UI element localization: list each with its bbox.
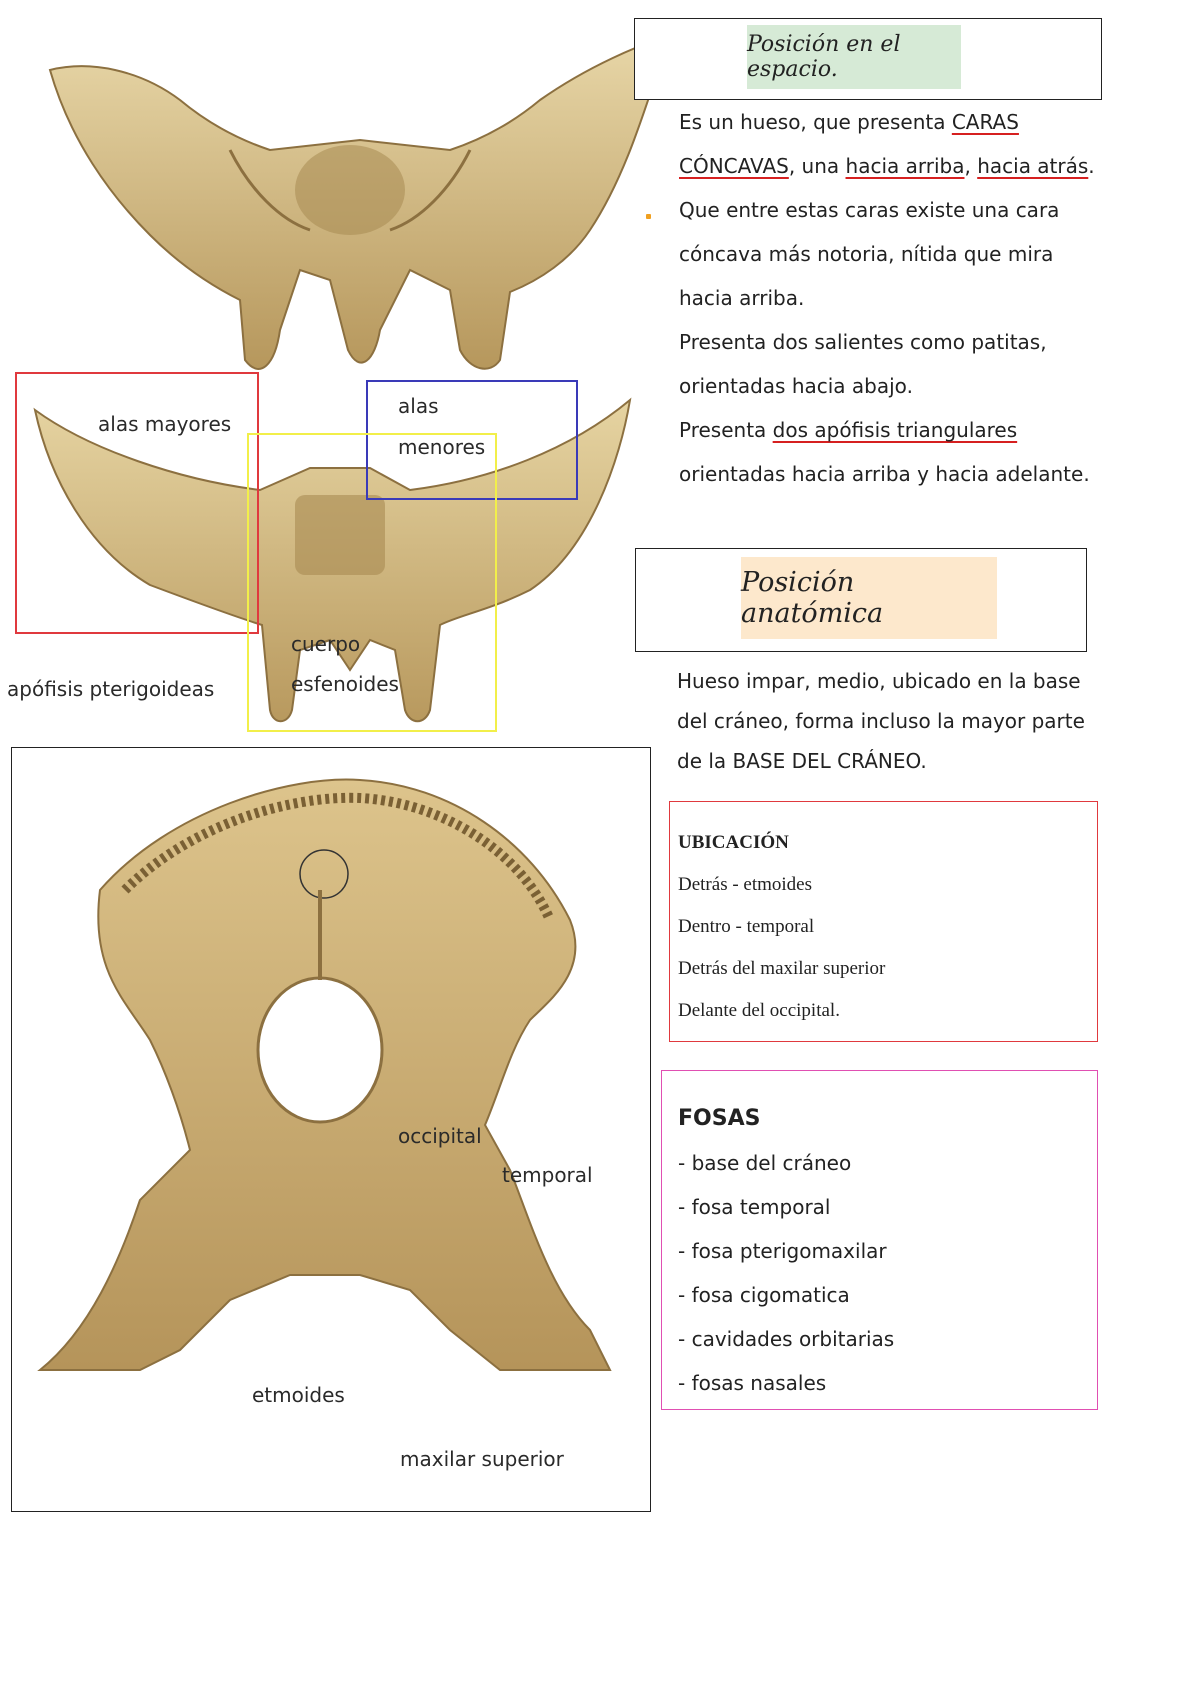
label-maxilar: maxilar superior (400, 1447, 564, 1471)
skull-base-frame (11, 747, 651, 1512)
fosas-title: FOSAS (678, 1106, 761, 1131)
label-cuerpo: cuerpo (291, 632, 361, 656)
fosas-item: - base del cráneo (678, 1151, 852, 1175)
fosas-box: FOSAS - base del cráneo - fosa temporal … (661, 1070, 1098, 1410)
label-occipital: occipital (398, 1124, 482, 1148)
label-menores: menores (398, 435, 486, 459)
cuerpo-frame (247, 433, 497, 732)
alas-mayores-frame (15, 372, 259, 634)
fosas-item: - fosa temporal (678, 1195, 831, 1219)
fosas-item: - fosa cigomatica (678, 1283, 850, 1307)
posicion-anatomica-title: Posición anatómica (741, 557, 997, 639)
fosas-item: - cavidades orbitarias (678, 1327, 895, 1351)
fosas-item: - fosas nasales (678, 1371, 827, 1395)
sphenoid-posterior-view-image (48, 33, 672, 370)
posicion-espacio-text: Es un hueso, que presenta CARAS CÓNCAVAS… (679, 100, 1105, 496)
ubicacion-box: UBICACIÓN Detrás - etmoides Dentro - tem… (669, 801, 1098, 1042)
sphenoid-anterior-view-image (33, 397, 632, 723)
posicion-espacio-title: Posición en el espacio. (747, 25, 961, 89)
label-apofisis: apófisis pterigoideas (7, 677, 215, 701)
ubicacion-item: Dentro - temporal (678, 916, 815, 937)
label-etmoides: etmoides (252, 1383, 345, 1407)
ubicacion-title: UBICACIÓN (678, 832, 789, 853)
posicion-anatomica-text: Hueso impar, medio, ubicado en la base d… (677, 669, 1085, 773)
posicion-espacio-p4: Presenta dos apófisis triangulares orien… (679, 418, 1090, 486)
label-alas-mayores: alas mayores (98, 412, 232, 436)
posicion-espacio-p2: Que entre estas caras existe una cara có… (679, 198, 1060, 310)
label-alas: alas (398, 394, 439, 418)
label-esfenoides: esfenoides (291, 672, 399, 696)
alas-menores-frame (366, 380, 578, 500)
ubicacion-item: Delante del occipital. (678, 1000, 840, 1021)
ubicacion-item: Detrás del maxilar superior (678, 958, 886, 979)
skull-base-image (37, 778, 612, 1371)
posicion-espacio-p3: Presenta dos salientes como patitas, ori… (679, 330, 1047, 398)
ubicacion-item: Detrás - etmoides (678, 874, 813, 895)
fosas-item: - fosa pterigomaxilar (678, 1239, 887, 1263)
orange-dot (646, 214, 651, 219)
posicion-espacio-p1: Es un hueso, que presenta CARAS CÓNCAVAS… (679, 110, 1095, 178)
label-temporal: temporal (502, 1163, 593, 1187)
